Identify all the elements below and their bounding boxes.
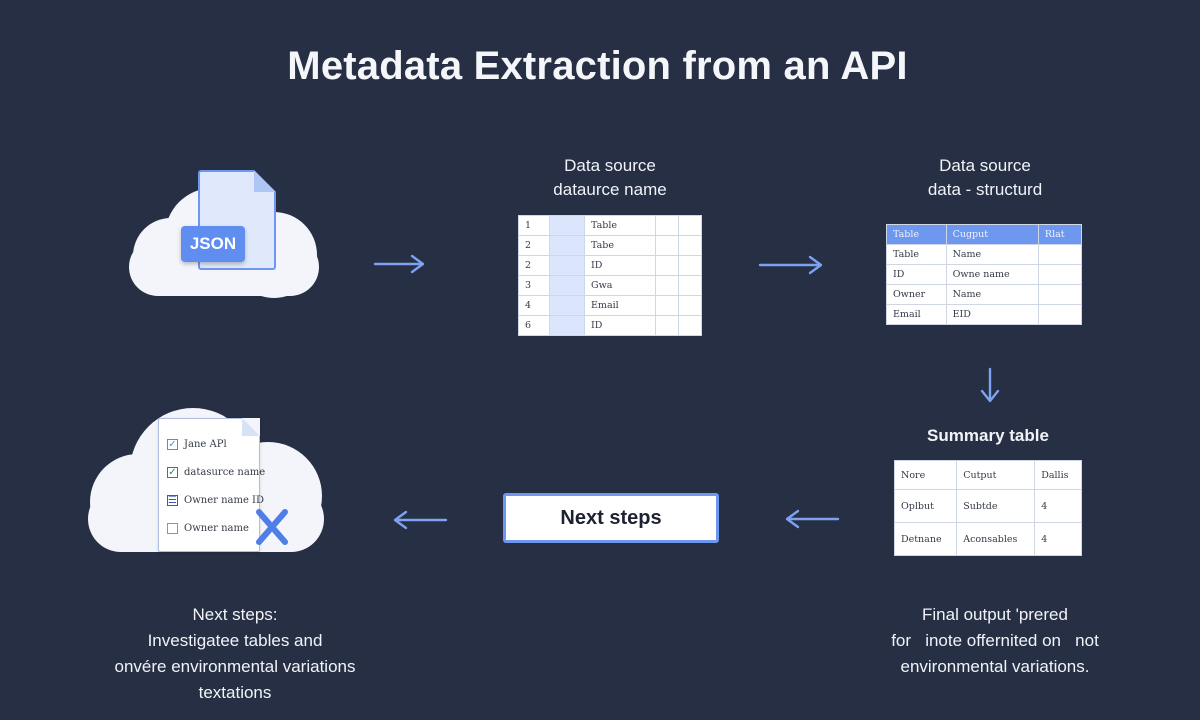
- table-cell: Email: [886, 304, 947, 325]
- table-cell: ID: [583, 255, 657, 276]
- table-cell: [1037, 244, 1083, 265]
- table-cell: [678, 235, 702, 256]
- table-row: 6 ID: [518, 315, 702, 336]
- arrow-left-icon: [393, 510, 448, 530]
- table-cell: 3: [518, 275, 550, 296]
- source-caption-line1: Data source: [564, 156, 656, 175]
- table-cell: [655, 275, 680, 296]
- table-cell: 2: [518, 235, 550, 256]
- table-cell: Name: [945, 244, 1039, 265]
- checkbox-empty-icon: [167, 523, 178, 534]
- table-cell: Oplbut: [893, 489, 958, 523]
- table-cell: [655, 295, 680, 316]
- table-header: Nore: [893, 460, 958, 490]
- table-header: Rlat: [1037, 224, 1083, 245]
- table-cell: Tabe: [583, 235, 657, 256]
- next-steps-button[interactable]: Next steps: [503, 493, 719, 543]
- table-cell: 4: [1034, 489, 1082, 523]
- table-cell: Table: [886, 244, 947, 265]
- table-cell: ID: [886, 264, 947, 285]
- table-cell: 6: [518, 315, 550, 336]
- summary-table-caption: Summary table: [927, 426, 1049, 445]
- table-header: Table: [886, 224, 947, 245]
- structured-caption-line1: Data source: [939, 156, 1031, 175]
- table-cell: 2: [518, 255, 550, 276]
- structured-caption-line2: data - structurd: [927, 180, 1043, 199]
- table-cell: 1: [518, 215, 550, 236]
- table-row: 1 Table: [518, 215, 702, 236]
- table-cell: [549, 295, 585, 316]
- table-cell: Gwa: [583, 275, 657, 296]
- table-cell: [678, 315, 702, 336]
- table-cell: [655, 235, 680, 256]
- checkbox-icon: ✓: [167, 439, 178, 450]
- structured-table-caption: Data source data - structurd: [895, 154, 1075, 202]
- table-cell: EID: [945, 304, 1039, 325]
- table-cell: [1037, 304, 1083, 325]
- checklist-item[interactable]: ✓datasurce name: [167, 467, 266, 478]
- table-row: 2 ID: [518, 255, 702, 276]
- table-header: Cugput: [945, 224, 1039, 245]
- checklist-item[interactable]: Owner name: [167, 523, 249, 534]
- arrow-left-icon: [785, 509, 840, 529]
- arrow-right-icon: [373, 254, 425, 274]
- page-title: Metadata Extraction from an API: [287, 44, 908, 88]
- table-cell: [549, 255, 585, 276]
- table-header: Dallis: [1034, 460, 1082, 490]
- table-cell: [678, 295, 702, 316]
- arrow-right-icon: [758, 255, 823, 275]
- next-steps-description: Next steps: Investigatee tables and onvé…: [114, 605, 356, 702]
- table-cell: ID: [583, 315, 657, 336]
- final-output-description: Final output 'prered for inote offernite…: [891, 605, 1099, 676]
- table-cell: [655, 315, 680, 336]
- source-table-caption: Data source dataurce name: [520, 154, 700, 202]
- checklist-document: ✓Jane APl ✓datasurce name ☰Owner name ID…: [158, 418, 265, 552]
- table-cell: Aconsables: [956, 522, 1036, 556]
- table-cell: [678, 275, 702, 296]
- table-row: 4 Email: [518, 295, 702, 316]
- checkbox-checked-icon: ✓: [167, 467, 178, 478]
- checklist-item[interactable]: ✓Jane APl: [167, 439, 227, 450]
- table-cell: [678, 215, 702, 236]
- table-cell: Owne name: [945, 264, 1039, 285]
- table-cell: 4: [1034, 522, 1082, 556]
- table-cell: [1037, 264, 1083, 285]
- table-header: Cutput: [956, 460, 1036, 490]
- table-row: 3 Gwa: [518, 275, 702, 296]
- table-cell: [678, 255, 702, 276]
- table-cell: [655, 255, 680, 276]
- table-cell: [549, 275, 585, 296]
- checklist-item[interactable]: ☰Owner name ID: [167, 495, 265, 506]
- table-cell: [549, 235, 585, 256]
- table-cell: [1037, 284, 1083, 305]
- table-cell: Name: [945, 284, 1039, 305]
- source-caption-line2: dataurce name: [553, 180, 667, 199]
- table-cell: Owner: [886, 284, 947, 305]
- table-cell: 4: [518, 295, 550, 316]
- arrow-down-icon: [980, 367, 1000, 403]
- table-cell: Table: [583, 215, 657, 236]
- table-cell: [549, 315, 585, 336]
- table-cell: Subtde: [956, 489, 1036, 523]
- table-row: 2 Tabe: [518, 235, 702, 256]
- table-cell: [655, 215, 680, 236]
- table-cell: Detnane: [893, 522, 958, 556]
- table-cell: Email: [583, 295, 657, 316]
- json-badge: JSON: [181, 226, 245, 262]
- list-checkbox-icon: ☰: [167, 495, 178, 506]
- x-mark-icon: [256, 509, 288, 545]
- table-cell: [549, 215, 585, 236]
